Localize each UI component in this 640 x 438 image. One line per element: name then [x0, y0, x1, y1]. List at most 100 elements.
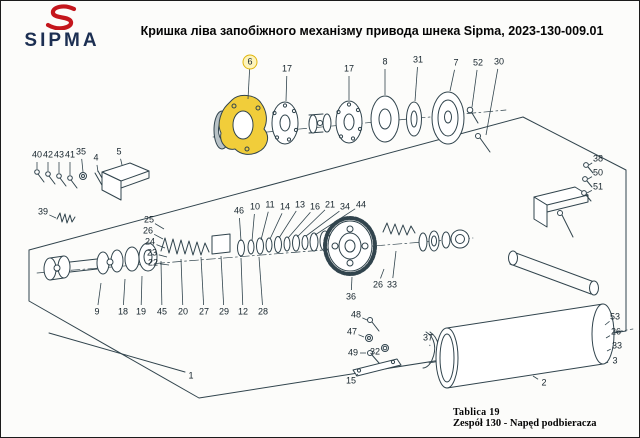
part-callout-10[interactable]: 10	[249, 201, 261, 212]
part-callout-11[interactable]: 11	[265, 199, 275, 210]
part-callout-33[interactable]: 33	[386, 279, 398, 290]
part-callout-12[interactable]: 12	[237, 306, 249, 317]
part-callout-2[interactable]: 2	[541, 377, 547, 388]
leader-line-53	[604, 321, 610, 326]
part-callout-24[interactable]: 24	[144, 236, 156, 247]
leader-line-5	[120, 158, 123, 166]
leader-line-6	[247, 68, 251, 100]
part-callout-39[interactable]: 39	[37, 206, 49, 217]
leader-line-28	[258, 256, 263, 306]
sipma-logo-icon	[45, 4, 77, 30]
part-callout-26[interactable]: 26	[610, 326, 622, 337]
part-callout-28[interactable]: 28	[257, 306, 269, 317]
leader-line-20	[180, 258, 184, 306]
leader-line-26	[153, 233, 164, 240]
part-callout-15[interactable]: 15	[345, 375, 357, 386]
part-callout-4[interactable]: 4	[93, 152, 99, 163]
leader-line-29	[220, 255, 225, 306]
part-callout-26[interactable]: 26	[372, 279, 384, 290]
part-callout-14[interactable]: 14	[279, 201, 291, 212]
leader-line-2	[532, 375, 539, 380]
assembly-name: Zespół 130 - Napęd podbieracza	[453, 418, 597, 429]
leader-line-48	[362, 317, 368, 321]
part-callout-43[interactable]: 43	[53, 149, 65, 160]
part-callout-53[interactable]: 53	[609, 311, 621, 322]
part-callout-20[interactable]: 20	[177, 306, 189, 317]
part-callout-32[interactable]: 32	[369, 346, 381, 357]
leader-line-10	[251, 213, 255, 242]
tension-spring	[56, 212, 76, 224]
leader-line-21	[296, 209, 326, 238]
part-callout-47[interactable]: 47	[346, 326, 358, 337]
part-callout-21[interactable]: 21	[324, 199, 336, 210]
part-callout-45[interactable]: 45	[156, 306, 168, 317]
part-callout-38[interactable]: 38	[592, 153, 604, 164]
part-callout-37[interactable]: 37	[422, 332, 434, 343]
part-callout-13[interactable]: 13	[294, 199, 306, 210]
leader-line-25	[154, 223, 165, 230]
table-caption: Tablica 19 Zespół 130 - Napęd podbieracz…	[453, 407, 597, 429]
part-callout-40[interactable]: 40	[31, 149, 43, 160]
part-callout-1[interactable]: 1	[188, 370, 194, 381]
leader-line-4	[96, 164, 99, 173]
part-callout-48[interactable]: 48	[350, 309, 362, 320]
base-slab-outline	[28, 116, 627, 399]
leader-line-13	[278, 210, 297, 239]
part-callout-31[interactable]: 31	[412, 54, 424, 65]
leader-line-23	[158, 254, 168, 258]
part-callout-51[interactable]: 51	[592, 181, 604, 192]
leader-line-36	[350, 276, 353, 291]
drive-sprocket	[323, 216, 377, 276]
part-callout-29[interactable]: 29	[218, 306, 230, 317]
logo-text: SIPMA	[24, 30, 100, 51]
part-callout-6[interactable]: 6	[242, 54, 258, 70]
part-callout-30[interactable]: 30	[493, 56, 505, 67]
part-6-highlighted-cover[interactable]	[218, 95, 269, 155]
part-callout-18[interactable]: 18	[117, 306, 129, 317]
part-callout-35[interactable]: 35	[75, 146, 87, 157]
leader-line-27	[200, 256, 205, 306]
leader-line-50	[587, 176, 593, 180]
part-callout-44[interactable]: 44	[355, 199, 367, 210]
part-callout-22[interactable]: 22	[147, 257, 159, 268]
part-callout-50[interactable]: 50	[592, 167, 604, 178]
part-callout-34[interactable]: 34	[339, 201, 351, 212]
part-callout-46[interactable]: 46	[233, 205, 245, 216]
part-callout-41[interactable]: 41	[64, 149, 76, 160]
leader-line-31	[414, 66, 418, 102]
leader-line-34	[305, 210, 340, 237]
part-callout-9[interactable]: 9	[94, 306, 100, 317]
leader-line-46	[239, 217, 242, 242]
part-callout-52[interactable]: 52	[472, 57, 484, 68]
part-callout-25[interactable]: 25	[143, 214, 155, 225]
leader-line-15	[355, 373, 359, 377]
leader-line-30	[485, 68, 499, 136]
part-callout-49[interactable]: 49	[347, 347, 359, 358]
part-callout-8[interactable]: 8	[382, 56, 388, 67]
part-callout-19[interactable]: 19	[135, 306, 147, 317]
part-callout-3[interactable]: 3	[612, 355, 618, 366]
part-callout-7[interactable]: 7	[453, 57, 459, 68]
clutch-spring-set	[382, 222, 470, 252]
leader-line-38	[588, 162, 593, 166]
part-callout-17[interactable]: 17	[343, 63, 355, 74]
leader-line-19	[140, 275, 143, 306]
leader-line-7	[449, 69, 455, 92]
part-callout-27[interactable]: 27	[198, 306, 210, 317]
leader-line-33	[392, 250, 397, 279]
part-callout-33[interactable]: 33	[611, 340, 623, 351]
part-callout-23[interactable]: 23	[146, 247, 158, 258]
part-callout-36[interactable]: 36	[345, 291, 357, 302]
part-callout-16[interactable]: 16	[309, 201, 321, 212]
leader-line-9	[97, 282, 102, 306]
part-callout-17[interactable]: 17	[281, 63, 293, 74]
pto-shaft-assembly	[43, 230, 331, 281]
part-callout-5[interactable]: 5	[116, 146, 122, 157]
leader-line-35	[81, 158, 84, 173]
table-number: Tablica 19	[453, 407, 500, 418]
part-callout-26[interactable]: 26	[142, 225, 154, 236]
part-callout-42[interactable]: 42	[42, 149, 54, 160]
